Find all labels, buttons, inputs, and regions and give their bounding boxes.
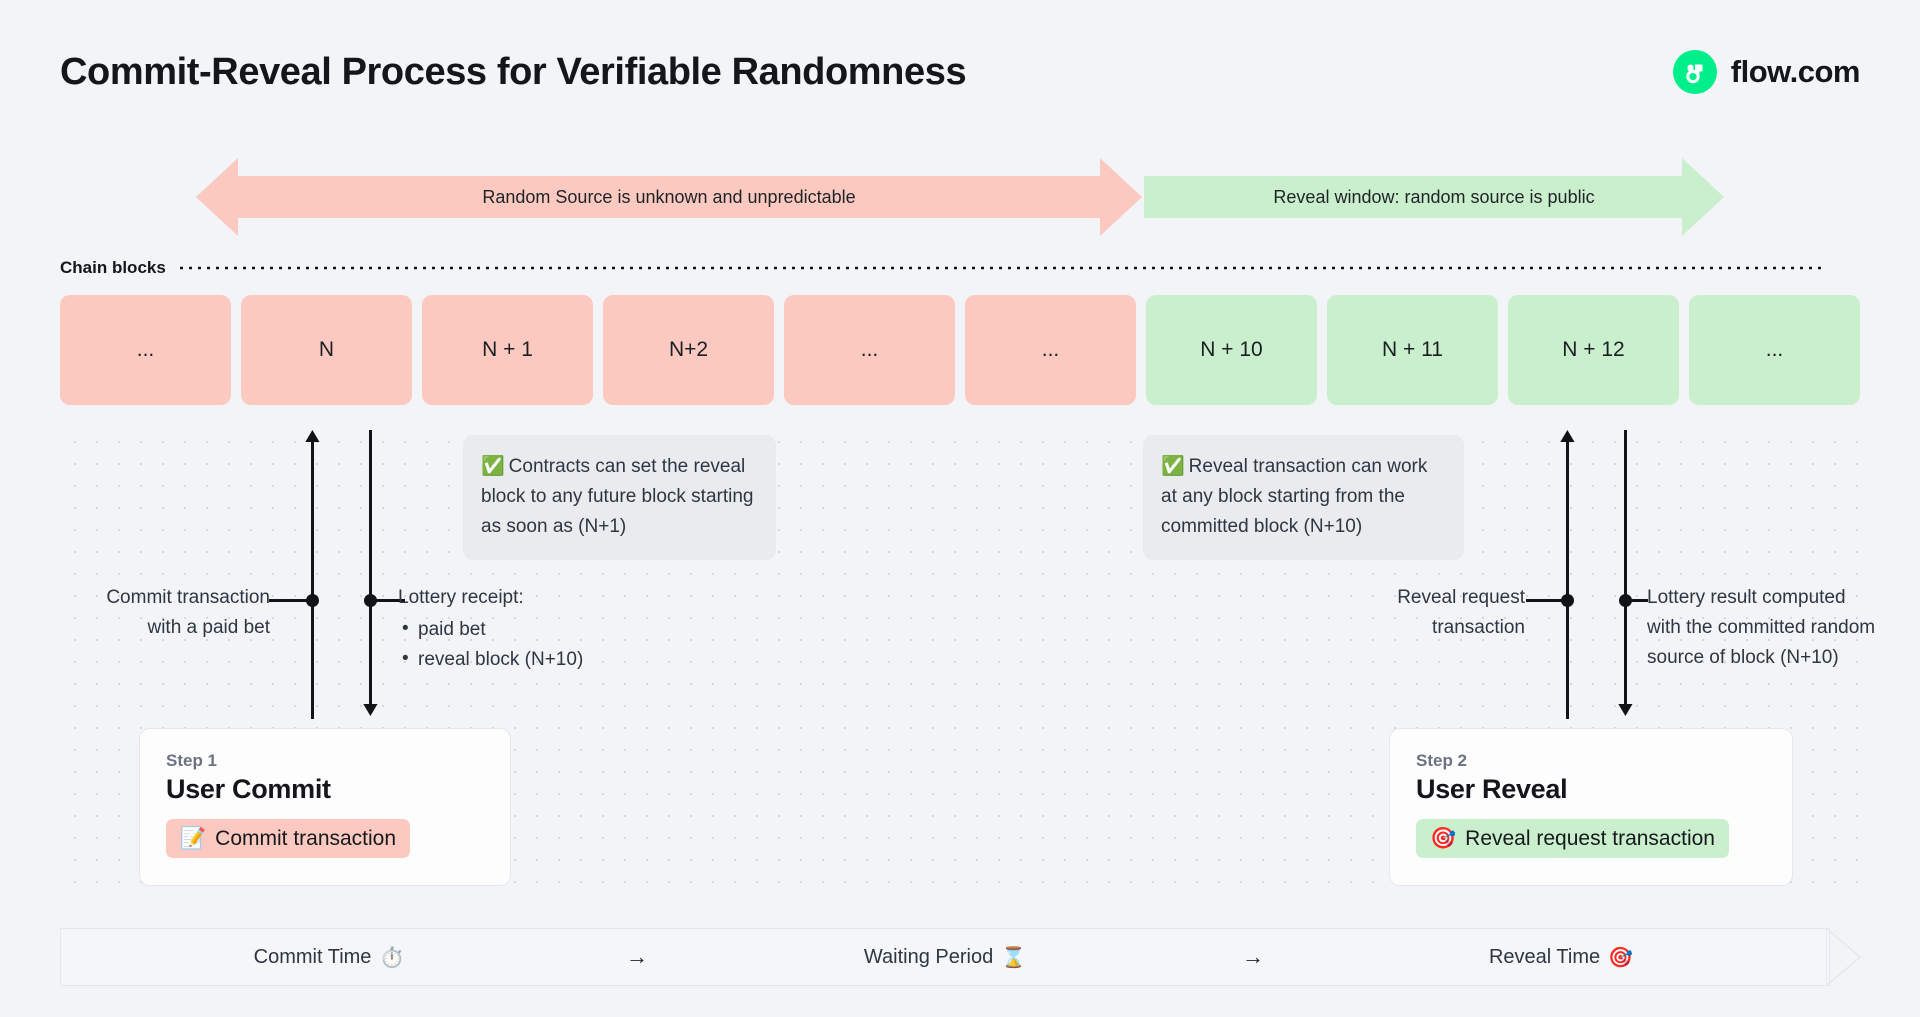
step-card-user-reveal[interactable]: Step 2 User Reveal 🎯 Reveal request tran… <box>1389 728 1793 886</box>
timeline-label: Waiting Period <box>863 945 994 968</box>
header: Commit-Reveal Process for Verifiable Ran… <box>60 42 1861 102</box>
target-icon: 🎯 <box>1608 945 1634 969</box>
leader-line <box>1526 599 1566 602</box>
hourglass-icon: ⌛ <box>1001 945 1027 969</box>
stopwatch-icon: ⏱️ <box>379 945 405 969</box>
list-item: reveal block (N+10) <box>398 644 698 675</box>
timeline-segment-commit-time: Commit Time ⏱️ <box>61 945 597 969</box>
connector-dot <box>1618 594 1632 607</box>
step-eyebrow: Step 1 <box>166 751 218 770</box>
timeline-arrow-icon: → <box>1242 944 1264 969</box>
chain-block[interactable]: ... <box>1689 295 1860 405</box>
chain-blocks-header: Chain blocks <box>60 258 1860 278</box>
callout-reveal-transaction-window: ✅Reveal transaction can work at any bloc… <box>1143 435 1464 560</box>
step-title: User Commit <box>166 774 331 804</box>
brand-name: flow.com <box>1730 54 1861 89</box>
chain-dotted-line <box>179 260 1860 276</box>
chain-block[interactable]: N + 12 <box>1508 295 1679 405</box>
phase-label: Random Source is unknown and unpredictab… <box>482 186 856 207</box>
step-title: User Reveal <box>1416 774 1568 804</box>
leader-line <box>1626 599 1648 602</box>
step-eyebrow: Step 2 <box>1416 751 1468 770</box>
arrow-head-down-icon <box>1617 704 1632 716</box>
callout-contracts-reveal-block: ✅Contracts can set the reveal block to a… <box>463 435 776 560</box>
annotation-line: with a paid bet <box>147 617 270 638</box>
connector-dot <box>1560 594 1574 607</box>
page-title: Commit-Reveal Process for Verifiable Ran… <box>60 50 967 93</box>
timeline-label: Reveal Time <box>1488 945 1601 968</box>
annotation-lottery-result: Lottery result computed with the committ… <box>1647 587 1876 668</box>
annotation-commit-transaction: Commit transaction with a paid bet <box>95 583 270 643</box>
chain-block[interactable]: N + 1 <box>422 295 593 405</box>
chain-blocks-row: ... N N + 1 N+2 ... ... N + 10 N + 11 N … <box>60 295 1860 405</box>
annotation-line: transaction <box>1432 617 1525 638</box>
right-arrow-shape-icon <box>1144 158 1724 236</box>
callout-text: Reveal transaction can work at any block… <box>1161 456 1428 537</box>
phase-reveal-window: Reveal window: random source is public <box>1144 158 1724 236</box>
timeline-label: Commit Time <box>253 945 372 968</box>
target-icon: 🎯 <box>1430 826 1457 850</box>
leader-line <box>371 599 405 602</box>
annotation-list: paid bet reveal block (N+10) <box>398 614 698 675</box>
step-card-user-commit[interactable]: Step 1 User Commit 📝 Commit transaction <box>139 728 511 886</box>
check-mark-icon: ✅ <box>1161 455 1185 477</box>
chain-block[interactable]: N + 11 <box>1327 295 1498 405</box>
list-item: paid bet <box>398 614 698 645</box>
chain-block[interactable]: ... <box>784 295 955 405</box>
chain-block[interactable]: N <box>241 295 412 405</box>
chain-block[interactable]: ... <box>965 295 1136 405</box>
phase-unknown-random-source: Random Source is unknown and unpredictab… <box>196 158 1142 236</box>
commit-transaction-chip[interactable]: 📝 Commit transaction <box>166 819 411 858</box>
chip-label: Commit transaction <box>215 826 397 850</box>
timeline-segment-reveal-time: Reveal Time 🎯 <box>1293 945 1829 969</box>
annotation-line: Reveal request <box>1397 587 1525 608</box>
chain-blocks-label: Chain blocks <box>60 258 166 277</box>
leader-line <box>269 599 311 602</box>
timeline-bar: Commit Time ⏱️ → Waiting Period ⌛ → Reve… <box>60 928 1830 986</box>
double-arrow-shape-icon <box>196 158 1142 236</box>
arrow-head-down-icon <box>362 704 377 716</box>
phase-arrows: Random Source is unknown and unpredictab… <box>196 158 1724 236</box>
arrow-head-up-icon <box>1559 430 1574 442</box>
timeline-arrow-cap-icon <box>1826 928 1862 986</box>
timeline-arrow-icon: → <box>626 944 648 969</box>
chain-block[interactable]: ... <box>60 295 231 405</box>
bottom-timeline: Commit Time ⏱️ → Waiting Period ⌛ → Reve… <box>60 928 1862 988</box>
callout-text: Contracts can set the reveal block to an… <box>481 456 754 537</box>
dotted-arrow-icon <box>179 266 1827 270</box>
annotation-title: Lottery receipt: <box>398 587 524 608</box>
flow-logo-icon <box>1672 50 1717 94</box>
annotation-reveal-request: Reveal request transaction <box>1370 583 1525 643</box>
memo-icon: 📝 <box>180 826 207 850</box>
arrow-head-up-icon <box>304 430 319 442</box>
chain-block[interactable]: N+2 <box>603 295 774 405</box>
flow-glyph-icon <box>1686 64 1703 84</box>
annotation-lottery-receipt: Lottery receipt: paid bet reveal block (… <box>398 583 698 675</box>
connector-dot <box>305 594 319 607</box>
timeline-segment-waiting-period: Waiting Period ⌛ <box>677 945 1213 969</box>
reveal-request-transaction-chip[interactable]: 🎯 Reveal request transaction <box>1416 819 1729 858</box>
check-mark-icon: ✅ <box>481 455 505 477</box>
connector-dot <box>363 594 377 607</box>
phase-label: Reveal window: random source is public <box>1273 186 1595 207</box>
chain-block[interactable]: N + 10 <box>1146 295 1317 405</box>
brand-logo: flow.com <box>1672 50 1861 94</box>
chip-label: Reveal request transaction <box>1465 826 1715 850</box>
annotation-line: Commit transaction <box>106 587 270 608</box>
